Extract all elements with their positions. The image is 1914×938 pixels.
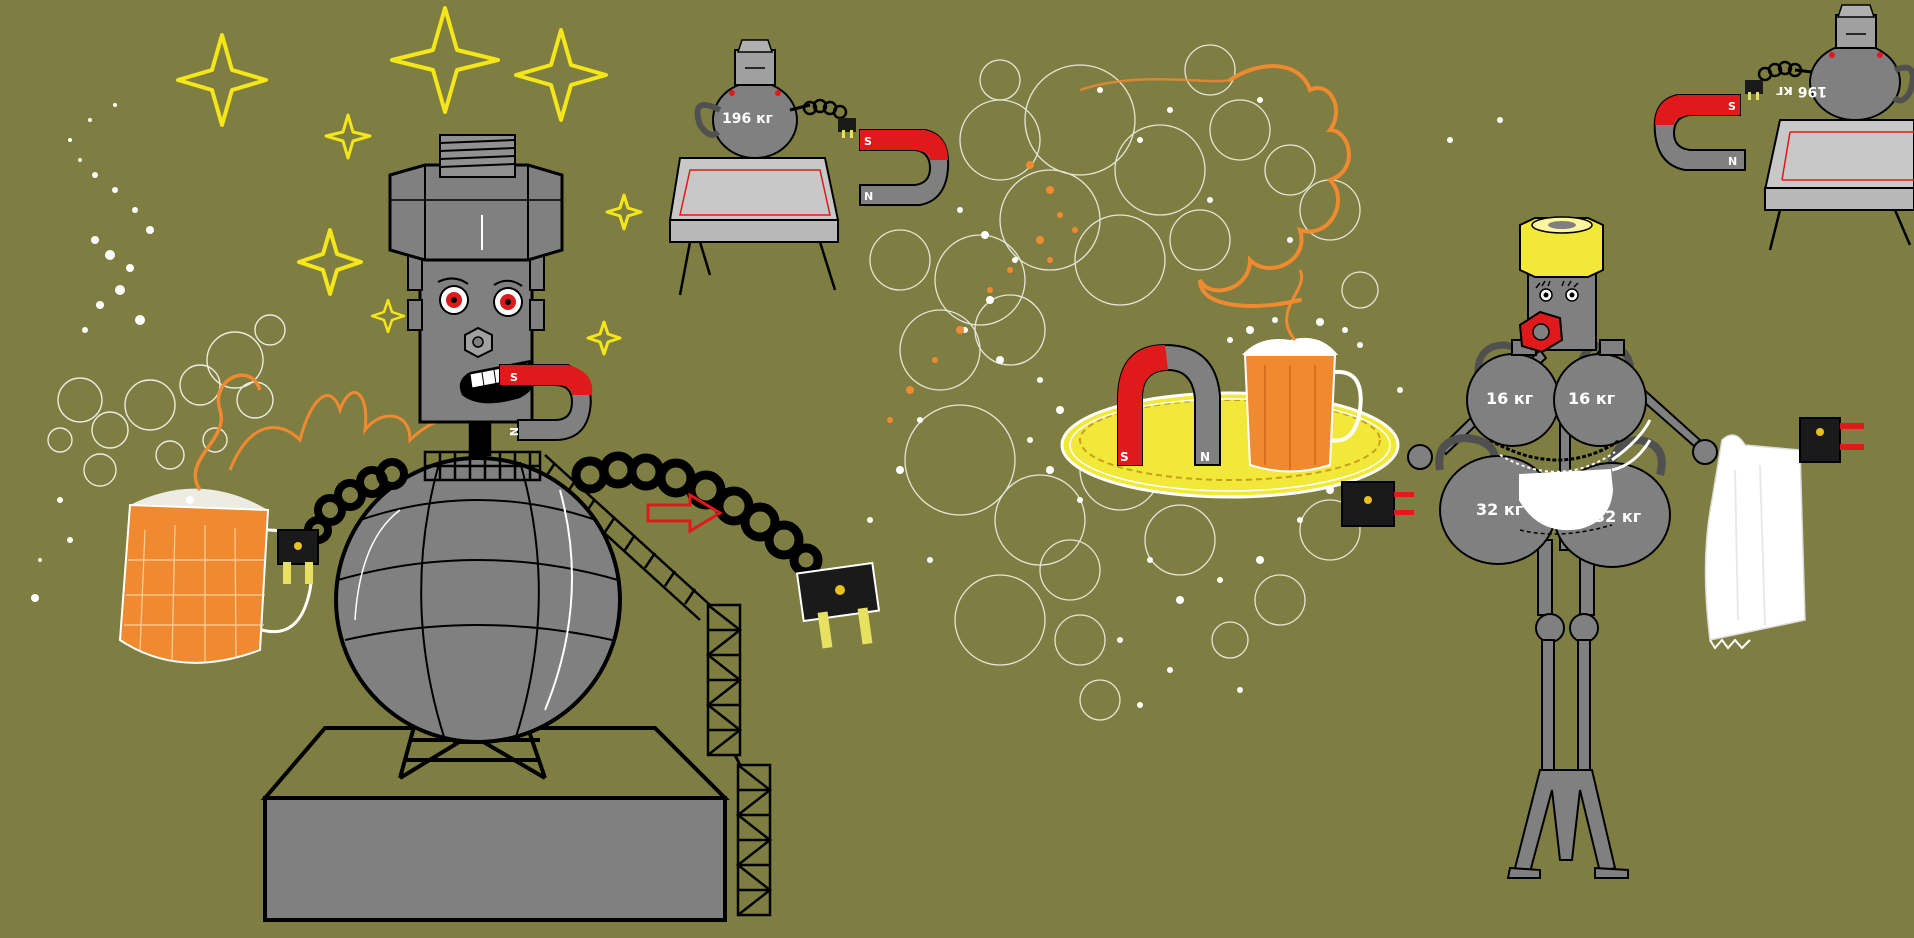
weight-table-left xyxy=(668,157,840,296)
right-coil-arm xyxy=(571,451,823,577)
nose-nut-icon xyxy=(464,326,493,359)
kettlebell-icon: 16 кг xyxy=(1466,341,1560,447)
magnet-icon: S N xyxy=(1117,343,1221,466)
robot-eyes xyxy=(1535,280,1579,302)
chest-weight-label: 16 кг xyxy=(1486,389,1533,408)
orange-dots xyxy=(887,161,1078,423)
hip-weight-label: 32 кг xyxy=(1476,500,1523,519)
magnet-pole-label: S xyxy=(864,135,872,148)
magnet-icon: S N xyxy=(499,364,593,441)
robot-collar xyxy=(423,418,542,482)
weight-table-right xyxy=(1763,119,1914,251)
star-sparkle-icon xyxy=(324,113,372,160)
star-sparkle-icon xyxy=(390,6,500,114)
robot-base xyxy=(263,796,727,922)
tray-sparkles xyxy=(1227,317,1363,348)
star-sparkle-icon xyxy=(297,228,363,296)
hex-nut-icon xyxy=(388,134,564,262)
direction-arrow-icon xyxy=(646,492,723,534)
kettlebell-icon: 16 кг xyxy=(1553,341,1647,447)
left-dots xyxy=(31,103,194,602)
kettlebell-icon: 196 кг xyxy=(1745,4,1914,121)
magnet-pole-label: S xyxy=(510,371,518,384)
kettlebell-weight-label: 196 кг xyxy=(722,111,773,127)
left-bubbles xyxy=(47,314,286,487)
magnet-pole-label: N xyxy=(1728,155,1737,168)
lattice-tower xyxy=(534,454,773,917)
head-left-bolt-2 xyxy=(407,299,423,331)
electric-plug-icon xyxy=(277,529,319,584)
robot-eyes xyxy=(437,277,523,317)
magnet-pole-label: S xyxy=(1728,100,1736,113)
magnet-pole-label: S xyxy=(1120,450,1129,464)
chest-weight-label: 16 кг xyxy=(1568,389,1615,408)
orange-steam-swirl xyxy=(1198,64,1351,308)
head-right-bolt-2 xyxy=(529,299,545,331)
electric-plug-icon xyxy=(1799,417,1864,463)
magnet-icon: S N xyxy=(1653,94,1746,171)
star-sparkle-icon xyxy=(605,193,643,231)
kettlebell-weight-label: 196 кг xyxy=(1776,83,1827,99)
magnet-pole-label: N xyxy=(864,190,873,203)
electric-plug-icon xyxy=(1341,481,1414,527)
magnet-pole-label: N xyxy=(507,427,520,436)
left-robot: S N xyxy=(260,134,881,922)
electric-plug-icon xyxy=(795,561,881,649)
robot-necklace xyxy=(1489,438,1621,462)
star-sparkle-icon xyxy=(176,33,268,127)
robot-sphere-body xyxy=(334,456,622,744)
apron xyxy=(1519,419,1652,535)
robot-necklace xyxy=(1499,451,1616,473)
hex-nut-icon xyxy=(1518,310,1564,354)
star-sparkle-group xyxy=(176,6,643,356)
kettlebell-icon: 196 кг xyxy=(694,39,856,159)
star-sparkle-icon xyxy=(514,28,608,122)
star-sparkle-icon xyxy=(370,298,406,334)
middle-bubbles xyxy=(869,44,1379,721)
magnet-icon: S N xyxy=(859,129,950,206)
hex-nut-icon xyxy=(1519,216,1604,278)
orange-steam-swirl-small xyxy=(1079,78,1231,92)
orange-steam-line xyxy=(228,391,481,471)
right-robot: 32 кг 32 кг 16 кг 16 кг xyxy=(1341,216,1864,879)
robot-legs xyxy=(1506,539,1629,879)
towel-icon xyxy=(1704,434,1806,650)
magnet-pole-label: N xyxy=(1200,450,1210,464)
beer-mug-icon xyxy=(1242,269,1363,473)
star-sparkle-icon xyxy=(586,320,622,356)
beer-mug-icon xyxy=(118,373,314,664)
